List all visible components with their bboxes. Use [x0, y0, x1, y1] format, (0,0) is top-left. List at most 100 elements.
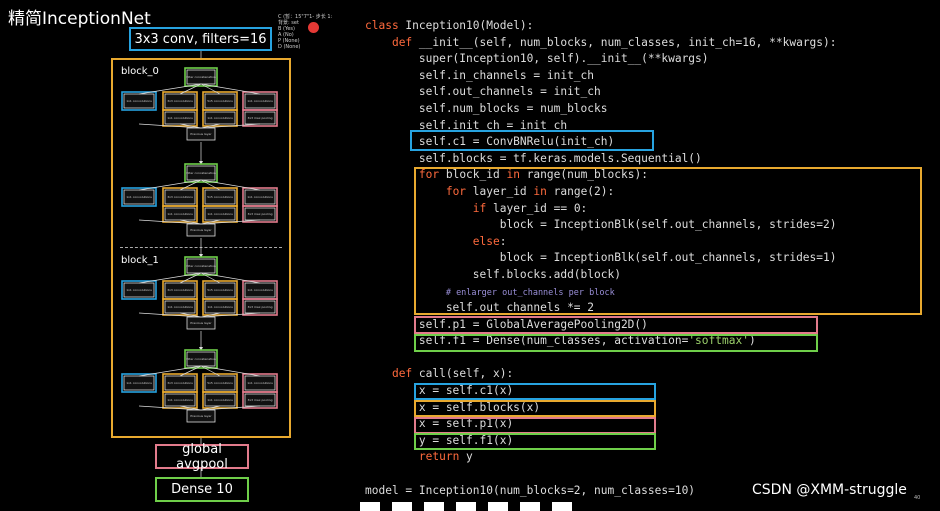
code-token: for — [445, 184, 473, 198]
code-line: class Inception10(Model): — [365, 18, 837, 35]
module-edge — [138, 123, 202, 129]
branch-conv-label: 1x1 convolutions — [247, 288, 273, 292]
branch-conv-label: 3x3 convolutions — [167, 288, 193, 292]
down-arrow-icon — [199, 254, 203, 258]
branch-conv-label: 1x1 convolutions — [126, 381, 152, 385]
code-token: super(Inception10, self).__init__(**kwar… — [365, 52, 709, 66]
global-avgpool-node: global avgpool — [155, 442, 249, 472]
branch-conv-label: 1x1 convolutions — [247, 381, 273, 385]
code-line: def __init__(self, num_blocks, num_class… — [365, 35, 837, 52]
code-token: : — [499, 234, 507, 248]
filter-concat-label: Filter concatenation — [186, 357, 216, 361]
code-token: model = Inception10(num_blocks=2, num_cl… — [365, 483, 696, 497]
code-token: return — [418, 450, 467, 464]
code-listing: class Inception10(Model): def __init__(s… — [365, 18, 837, 499]
code-token: in — [506, 168, 527, 182]
subtitle-cutoff — [360, 498, 630, 511]
branch-conv-highlight — [121, 373, 157, 393]
module-edge — [200, 83, 261, 95]
code-line: self.in_channels = init_ch — [365, 68, 837, 85]
module-edge — [200, 312, 261, 318]
reduce-conv-label: 1x1 convolutions — [167, 116, 193, 120]
reduce-conv-highlight — [202, 298, 238, 316]
code-line: for layer_id in range(2): — [365, 184, 837, 201]
code-token: Inception10(Model): — [405, 19, 534, 32]
code-token: self.p1 = GlobalAveragePooling2D() — [365, 317, 648, 331]
code-token: block_id — [445, 168, 507, 182]
code-line: block = InceptionBlk(self.out_channels, … — [365, 217, 837, 234]
code-line: if layer_id == 0: — [365, 201, 837, 218]
pool-label: 3x3 max pooling — [247, 398, 272, 402]
code-line: self.num_blocks = num_blocks — [365, 101, 837, 118]
conv-node: 3x3 conv, filters=16 — [129, 27, 272, 51]
recorder-overlay: C (暂：15"7"1- 步长 1: 背景: set B (Yes) A (No… — [278, 14, 348, 50]
code-line: self.p1 = GlobalAveragePooling2D() — [365, 317, 837, 334]
module-edge — [179, 179, 202, 191]
module-edge — [200, 123, 261, 129]
code-token: self.blocks.add(block) — [365, 267, 621, 281]
module-edge — [179, 219, 202, 225]
filter-concat-highlight — [184, 163, 218, 183]
branch-conv-highlight — [121, 280, 157, 300]
module-edge — [200, 83, 221, 95]
record-icon[interactable] — [308, 22, 319, 33]
code-token: y = self.f1(x) — [365, 433, 514, 447]
code-token: block = InceptionBlk(self.out_channels, … — [365, 251, 837, 265]
highlight-c1 — [410, 130, 654, 151]
code-token — [365, 367, 392, 380]
filter-concat-highlight — [184, 67, 218, 87]
page-title: 精简InceptionNet — [8, 9, 151, 29]
code-line — [365, 466, 837, 483]
branch-conv-label: 5x5 convolutions — [207, 195, 233, 199]
code-token: self.c1 = ConvBNRelu(init_ch) — [365, 135, 615, 149]
code-line: def call(self, x): — [365, 366, 837, 383]
reduce-conv-label: 1x1 convolutions — [167, 212, 193, 216]
code-token — [365, 36, 392, 49]
code-line: x = self.blocks(x) — [365, 400, 837, 417]
module-edge — [179, 405, 202, 411]
branch-conv-label: 3x3 convolutions — [167, 381, 193, 385]
previous-layer-label: Previous layer — [190, 414, 212, 418]
module-edge — [200, 179, 221, 191]
code-line: y = self.f1(x) — [365, 433, 837, 450]
code-line: self.f1 = Dense(num_classes, activation=… — [365, 333, 837, 350]
code-token: else — [472, 234, 500, 248]
overlay-line: D (None) — [278, 44, 301, 50]
reduce-conv-label: 1x1 convolutions — [207, 116, 233, 120]
code-token: class — [365, 19, 406, 32]
code-token: self.out_channels = init_ch — [365, 85, 601, 99]
filter-concat-label: Filter concatenation — [186, 264, 216, 268]
code-line: model = Inception10(num_blocks=2, num_cl… — [365, 483, 837, 500]
code-token: x = self.p1(x) — [365, 417, 514, 431]
module-edge — [138, 312, 202, 318]
code-token: self.init_ch = init_ch — [365, 118, 568, 132]
code-token: self.in_channels = init_ch — [365, 68, 595, 82]
code-line — [365, 350, 837, 367]
code-line: x = self.p1(x) — [365, 416, 837, 433]
highlight-p1 — [414, 316, 818, 334]
dense-node: Dense 10 — [155, 477, 249, 502]
block1-label: block_1 — [121, 255, 159, 266]
code-token: self.out_channels *= 2 — [365, 301, 595, 315]
reduce-conv-highlight — [162, 391, 198, 409]
module-edge — [200, 405, 261, 411]
overlay-line: 背景: set — [278, 20, 299, 26]
module-edge — [179, 123, 202, 129]
pool-label: 3x3 max pooling — [247, 305, 272, 309]
blocks-container — [111, 58, 291, 438]
filter-concat-label: Filter concatenation — [186, 75, 216, 79]
pool-highlight — [242, 298, 278, 316]
down-arrow-icon — [199, 347, 203, 351]
overlay-line: C (暂：15"7"1- 步长 1: — [278, 14, 333, 20]
code-token: def — [391, 367, 419, 381]
code-line: for block_id in range(num_blocks): — [365, 167, 837, 184]
branch-conv-label: 1x1 convolutions — [247, 99, 273, 103]
block0-label: block_0 — [121, 66, 159, 77]
branch-conv-label: 3x3 convolutions — [167, 195, 193, 199]
branch-conv-label: 3x3 convolutions — [167, 99, 193, 103]
reduce-conv-highlight — [162, 298, 198, 316]
previous-layer-label: Previous layer — [190, 321, 212, 325]
module-edge — [200, 272, 261, 284]
code-token: x = self.c1(x) — [365, 384, 514, 398]
